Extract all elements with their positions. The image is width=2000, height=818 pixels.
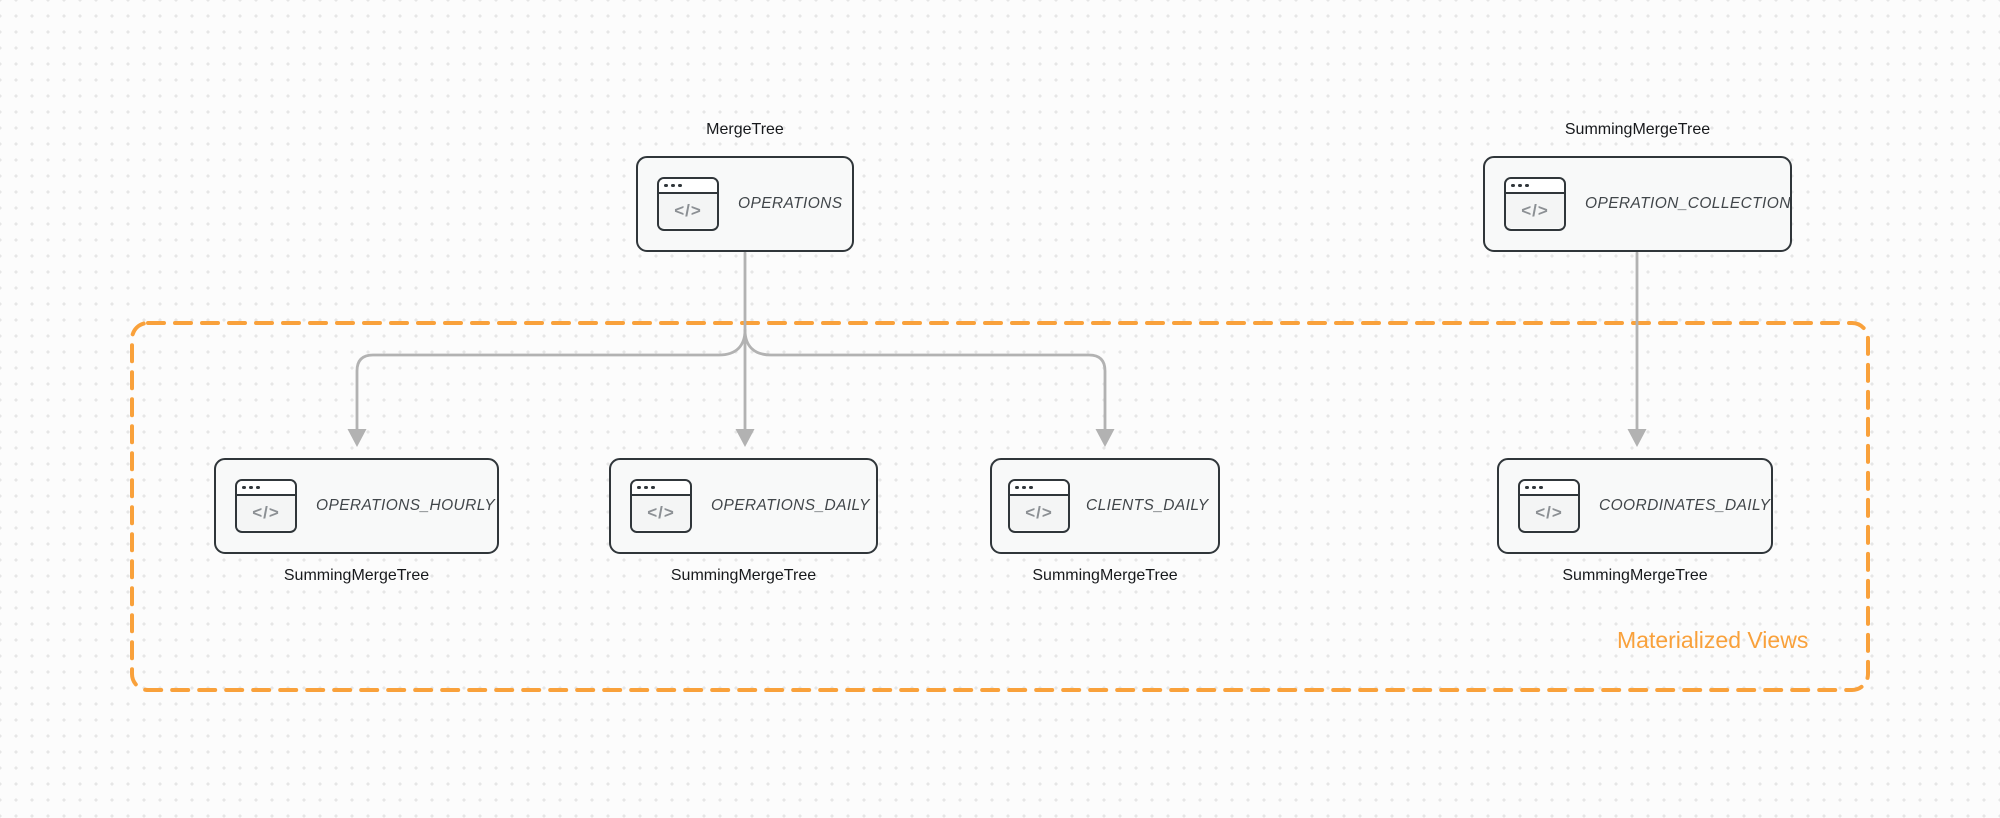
window-dot [256, 485, 260, 490]
code-glyph: </> [659, 194, 717, 228]
node-coordinates-daily[interactable]: </> COORDINATES_DAILY [1497, 458, 1773, 554]
window-bar [1010, 481, 1068, 496]
window-dot [671, 183, 675, 188]
engine-label-clients-daily: SummingMergeTree [1032, 567, 1178, 584]
window-dot [1539, 485, 1543, 490]
code-window-icon: </> [235, 479, 297, 533]
engine-label-operations-hourly: SummingMergeTree [283, 567, 430, 584]
node-title: OPERATION_COLLECTION [1585, 195, 1791, 212]
code-glyph: </> [1010, 496, 1068, 530]
window-dot [1511, 183, 1515, 188]
code-glyph: </> [1520, 496, 1578, 530]
window-dot [1015, 485, 1019, 490]
node-title: OPERATIONS_DAILY [711, 497, 870, 514]
node-title: OPERATIONS_HOURLY [316, 497, 496, 514]
node-title: CLIENTS_DAILY [1086, 497, 1209, 514]
window-dot [1532, 485, 1536, 490]
node-clients-daily[interactable]: </> CLIENTS_DAILY [990, 458, 1220, 554]
code-window-icon: </> [657, 177, 719, 231]
arrowhead-icon [1095, 429, 1115, 447]
engine-label-operations: MergeTree [706, 121, 784, 138]
window-dot [1022, 485, 1026, 490]
node-operations[interactable]: </> OPERATIONS [636, 156, 854, 252]
arrowhead-icon [1627, 429, 1647, 447]
edge-operations-to-operations-hourly [355, 328, 747, 432]
window-bar [659, 179, 717, 194]
window-bar [1520, 481, 1578, 496]
window-dot [678, 183, 682, 188]
window-bar [1506, 179, 1564, 194]
code-glyph: </> [632, 496, 690, 530]
arrowhead-icon [735, 429, 755, 447]
code-glyph: </> [237, 496, 295, 530]
code-window-icon: </> [1008, 479, 1070, 533]
window-dot [664, 183, 668, 188]
node-title: OPERATIONS [738, 195, 843, 212]
code-window-icon: </> [1504, 177, 1566, 231]
window-dot [651, 485, 655, 490]
code-glyph: </> [1506, 194, 1564, 228]
engine-label-coordinates-daily: SummingMergeTree [1562, 567, 1708, 584]
window-dot [249, 485, 253, 490]
window-dot [242, 485, 246, 490]
materialized-views-label: Materialized Views [1617, 627, 1809, 653]
window-dot [1525, 183, 1529, 188]
window-bar [237, 481, 295, 496]
engine-label-operation-collection: SummingMergeTree [1564, 121, 1711, 138]
node-operations-hourly[interactable]: </> OPERATIONS_HOURLY [214, 458, 499, 554]
node-operation-collection[interactable]: </> OPERATION_COLLECTION [1483, 156, 1792, 252]
node-title: COORDINATES_DAILY [1599, 497, 1771, 514]
window-dot [644, 485, 648, 490]
edge-operations-to-clients-daily [743, 328, 1107, 432]
code-window-icon: </> [1518, 479, 1580, 533]
engine-label-operations-daily: SummingMergeTree [670, 567, 817, 584]
window-dot [1029, 485, 1033, 490]
window-dot [1518, 183, 1522, 188]
window-bar [632, 481, 690, 496]
node-operations-daily[interactable]: </> OPERATIONS_DAILY [609, 458, 878, 554]
window-dot [637, 485, 641, 490]
code-window-icon: </> [630, 479, 692, 533]
window-dot [1525, 485, 1529, 490]
arrowhead-icon [347, 429, 367, 447]
